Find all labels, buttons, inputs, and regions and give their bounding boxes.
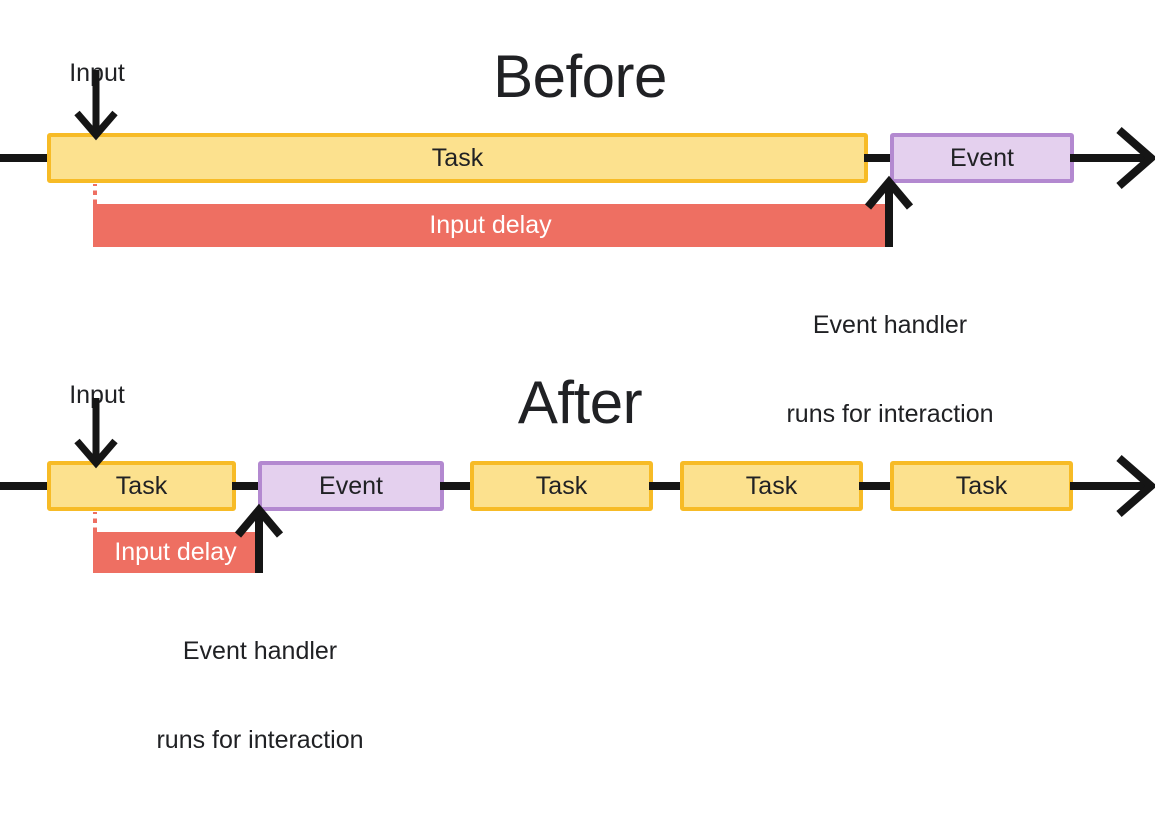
after-event-handler-line2: runs for interaction — [156, 725, 364, 754]
before-input-guide-dots — [93, 184, 97, 206]
after-connector-1 — [232, 482, 262, 490]
after-event-block: Event — [258, 461, 444, 511]
after-task-label-4: Task — [955, 471, 1008, 500]
before-timeline-right — [1070, 154, 1145, 162]
before-heading: Before — [493, 43, 667, 110]
after-event-label: Event — [319, 471, 383, 500]
before-event-handler-label: Event handler runs for interaction — [740, 252, 1040, 488]
diagram-canvas: Input received Before Task Event Input d… — [0, 0, 1155, 754]
after-event-handler-line1: Event handler — [182, 637, 338, 665]
after-event-handler-label: Event handler runs for interaction — [110, 578, 410, 814]
after-task-block-1: Task — [47, 461, 236, 511]
after-timeline-right — [1070, 482, 1145, 490]
before-input-received-label: Input received — [22, 0, 172, 236]
after-heading: After — [517, 369, 643, 436]
before-connector-1 — [864, 154, 893, 162]
before-task-block: Task — [47, 133, 868, 183]
before-timeline-left — [0, 154, 50, 162]
after-timeline-left — [0, 482, 50, 490]
before-input-received-line1: Input — [69, 59, 125, 87]
after-input-delay-label: Input delay — [114, 538, 237, 566]
after-input-received-label: Input received — [22, 322, 172, 558]
before-input-delay-label: Input delay — [429, 211, 552, 239]
after-task-block-4: Task — [890, 461, 1073, 511]
after-input-delay-bar: Input delay — [93, 532, 258, 573]
after-task-block-3: Task — [680, 461, 863, 511]
before-event-handler-line1: Event handler — [812, 311, 968, 339]
after-input-received-line1: Input — [69, 381, 125, 409]
before-input-delay-bar: Input delay — [93, 204, 888, 247]
after-task-label-1: Task — [115, 471, 168, 500]
after-task-label-2: Task — [535, 471, 588, 500]
after-connector-3 — [649, 482, 684, 490]
after-connector-2 — [440, 482, 474, 490]
after-task-label-3: Task — [745, 471, 798, 500]
after-input-guide-dots — [93, 512, 97, 534]
after-connector-4 — [859, 482, 894, 490]
before-task-label: Task — [431, 143, 484, 172]
before-event-block: Event — [890, 133, 1074, 183]
before-event-label: Event — [950, 143, 1014, 172]
after-task-block-2: Task — [470, 461, 653, 511]
before-event-handler-line2: runs for interaction — [786, 399, 994, 428]
